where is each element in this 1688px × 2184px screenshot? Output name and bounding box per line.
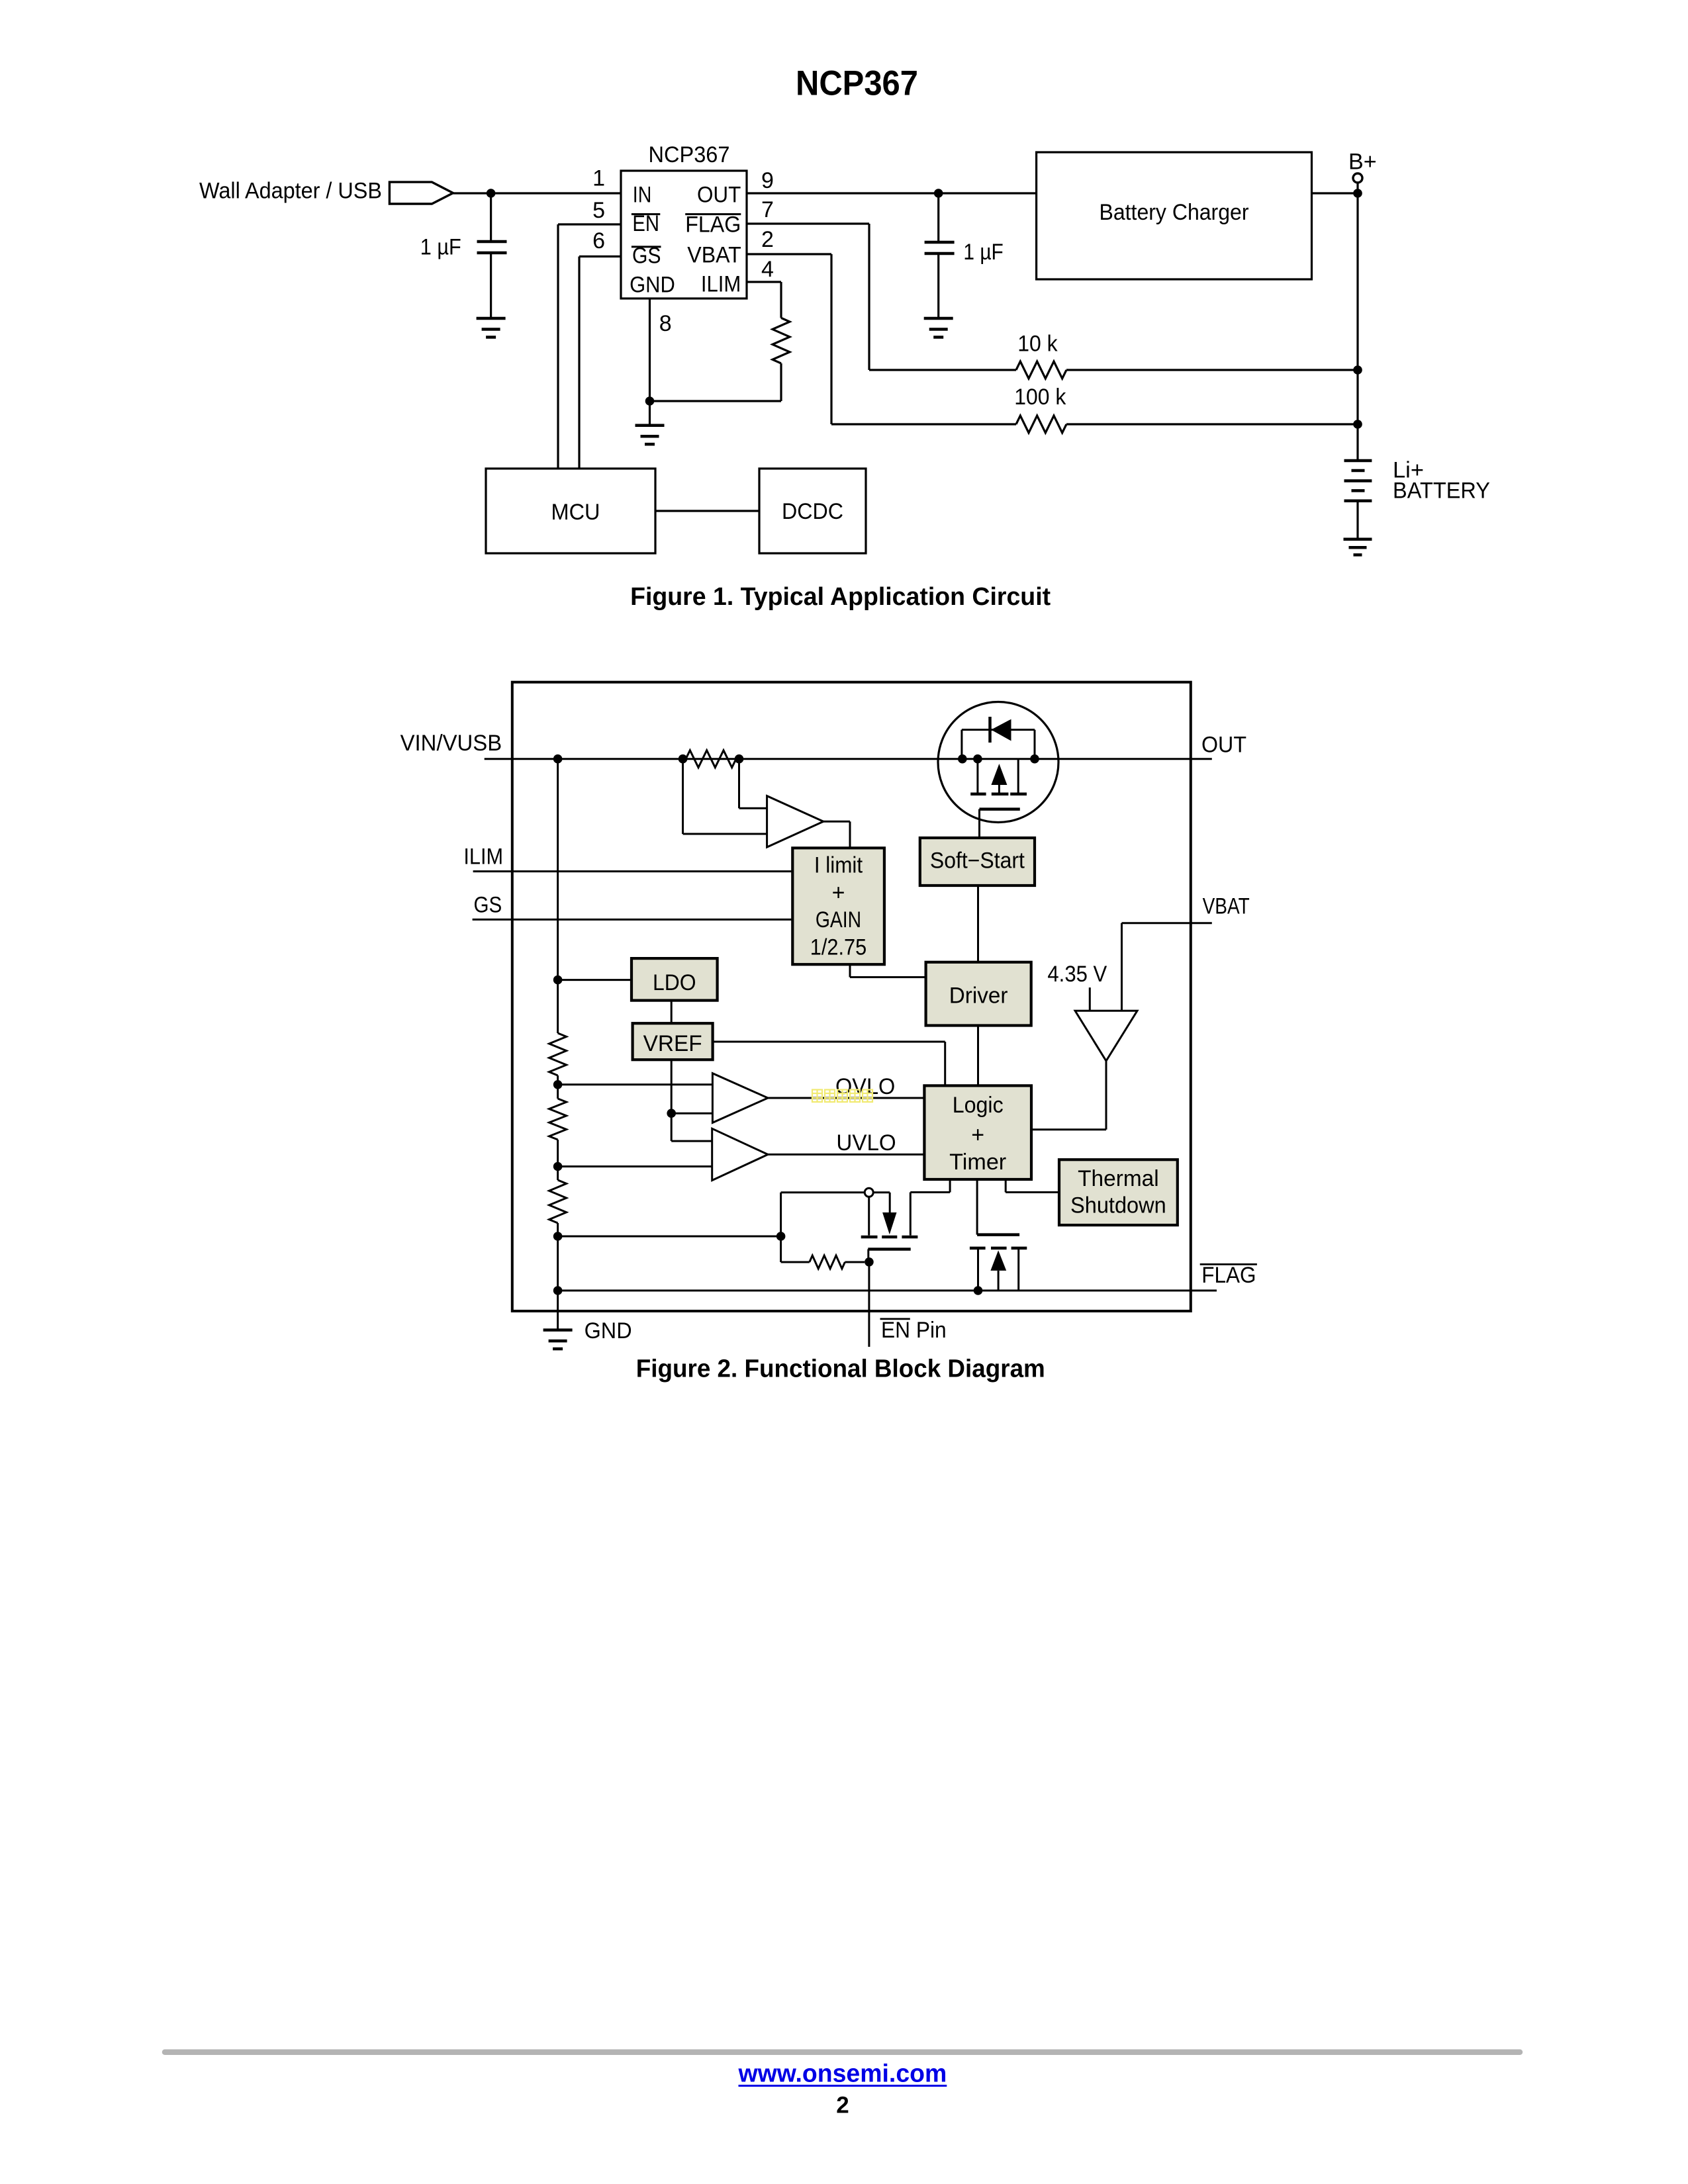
svg-text:1/2.75: 1/2.75	[810, 935, 867, 960]
svg-text:EN Pin: EN Pin	[881, 1318, 947, 1343]
svg-text:ILIM: ILIM	[463, 844, 503, 870]
svg-text:2: 2	[836, 2092, 849, 2118]
svg-text:VBAT: VBAT	[687, 243, 741, 268]
svg-text:NCP367: NCP367	[649, 142, 730, 167]
svg-text:GAIN: GAIN	[816, 907, 861, 933]
svg-text:Thermal: Thermal	[1078, 1166, 1159, 1191]
svg-text:Timer: Timer	[949, 1150, 1006, 1175]
svg-text:B+: B+	[1348, 149, 1377, 174]
svg-text:+: +	[832, 880, 845, 905]
svg-text:FLAG: FLAG	[685, 212, 741, 237]
svg-text:OUT: OUT	[697, 182, 741, 207]
svg-text:DCDC: DCDC	[782, 499, 843, 524]
svg-text:VIN/VUSB: VIN/VUSB	[400, 731, 502, 756]
svg-text:10 k: 10 k	[1017, 332, 1058, 357]
svg-text:Shutdown: Shutdown	[1070, 1193, 1166, 1218]
svg-text:4.35 V: 4.35 V	[1047, 962, 1107, 987]
svg-text:FLAG: FLAG	[1201, 1263, 1256, 1288]
svg-text:OVLO: OVLO	[835, 1074, 895, 1099]
svg-text:GS: GS	[474, 893, 502, 918]
svg-text:100 k: 100 k	[1014, 385, 1066, 410]
svg-text:I limit: I limit	[814, 853, 863, 878]
svg-text:8: 8	[659, 311, 672, 336]
svg-text:GND: GND	[630, 273, 675, 298]
svg-text:4: 4	[761, 257, 774, 282]
svg-text:2: 2	[761, 227, 774, 252]
svg-text:GND: GND	[585, 1318, 632, 1343]
svg-text:+: +	[971, 1122, 984, 1148]
svg-text:VBAT: VBAT	[1203, 894, 1250, 919]
svg-text:Wall Adapter / USB: Wall Adapter / USB	[199, 179, 382, 204]
svg-text:OUT: OUT	[1201, 733, 1246, 758]
svg-text:Logic: Logic	[953, 1093, 1004, 1118]
svg-text:6: 6	[592, 228, 605, 253]
svg-text:ILIM: ILIM	[701, 271, 741, 296]
svg-text:1 µF: 1 µF	[420, 234, 461, 259]
svg-text:Figure 1. Typical Application: Figure 1. Typical Application Circuit	[630, 583, 1051, 611]
svg-text:www.onsemi.com: www.onsemi.com	[738, 2060, 947, 2088]
svg-text:MCU: MCU	[551, 500, 600, 525]
svg-text:EN: EN	[632, 211, 659, 236]
svg-text:Soft−Start: Soft−Start	[930, 848, 1025, 873]
svg-text:BATTERY: BATTERY	[1393, 478, 1490, 504]
svg-text:NCP367: NCP367	[796, 64, 918, 103]
svg-text:IN: IN	[633, 182, 652, 207]
svg-text:7: 7	[761, 197, 774, 222]
svg-text:Figure 2. Functional Block Dia: Figure 2. Functional Block Diagram	[636, 1355, 1045, 1383]
svg-text:1: 1	[592, 165, 605, 191]
svg-text:5: 5	[592, 198, 605, 223]
svg-text:Driver: Driver	[949, 983, 1008, 1009]
svg-text:1 µF: 1 µF	[963, 240, 1003, 265]
svg-text:UVLO: UVLO	[836, 1130, 896, 1156]
svg-text:LDO: LDO	[653, 970, 696, 995]
svg-text:Battery Charger: Battery Charger	[1100, 200, 1249, 225]
svg-text:VREF: VREF	[643, 1031, 702, 1056]
svg-text:Li+: Li+	[1393, 458, 1424, 483]
svg-text:9: 9	[761, 168, 774, 193]
